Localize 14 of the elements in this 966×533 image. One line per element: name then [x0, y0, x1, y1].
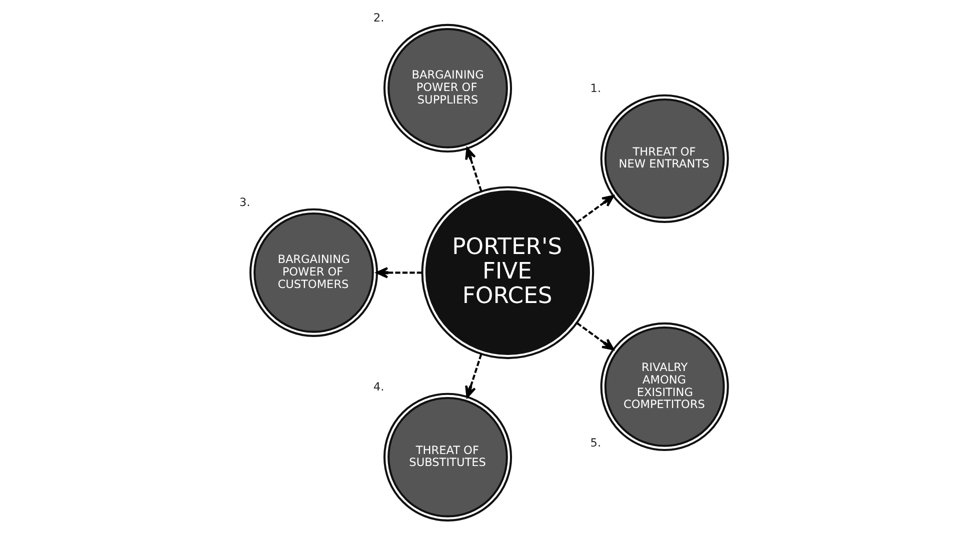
node-label: 3.: [238, 196, 250, 210]
arrow: [576, 195, 614, 224]
node-circle: PORTER'S FIVE FORCES: [420, 186, 594, 360]
arrow: [464, 147, 482, 192]
node-circle: THREAT OF SUBSTITUTES: [382, 392, 512, 522]
node-label: 2.: [372, 12, 384, 25]
node-label: 1.: [590, 82, 601, 96]
node-circle: BARGAINING POWER OF CUSTOMERS: [248, 208, 378, 337]
node-label: 5.: [590, 436, 601, 450]
node-circle: BARGAINING POWER OF SUPPLIERS: [382, 24, 512, 152]
arrow: [576, 322, 614, 350]
arrow: [376, 267, 422, 278]
arrow: [464, 354, 482, 398]
node-label: 4.: [372, 380, 384, 394]
